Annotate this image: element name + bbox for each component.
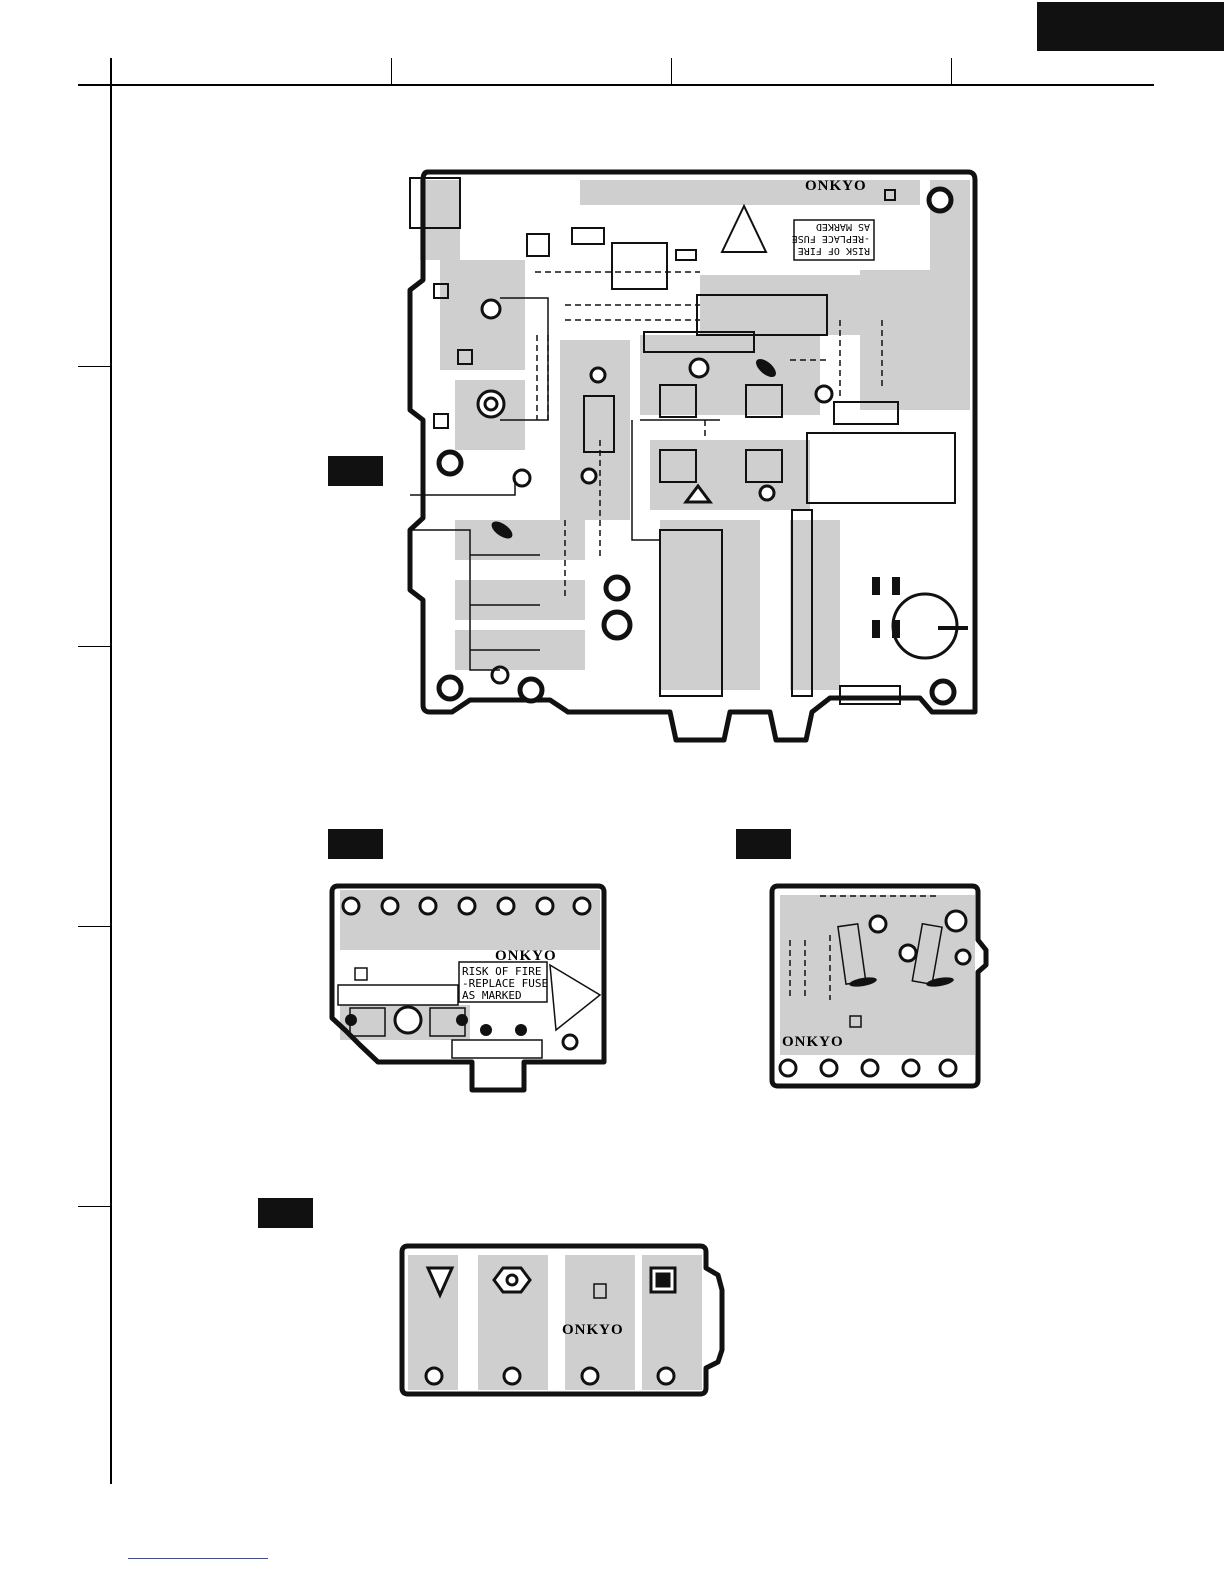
bottom-pcb-brand: ONKYO [562,1322,624,1338]
footer-link-line [128,1558,268,1559]
